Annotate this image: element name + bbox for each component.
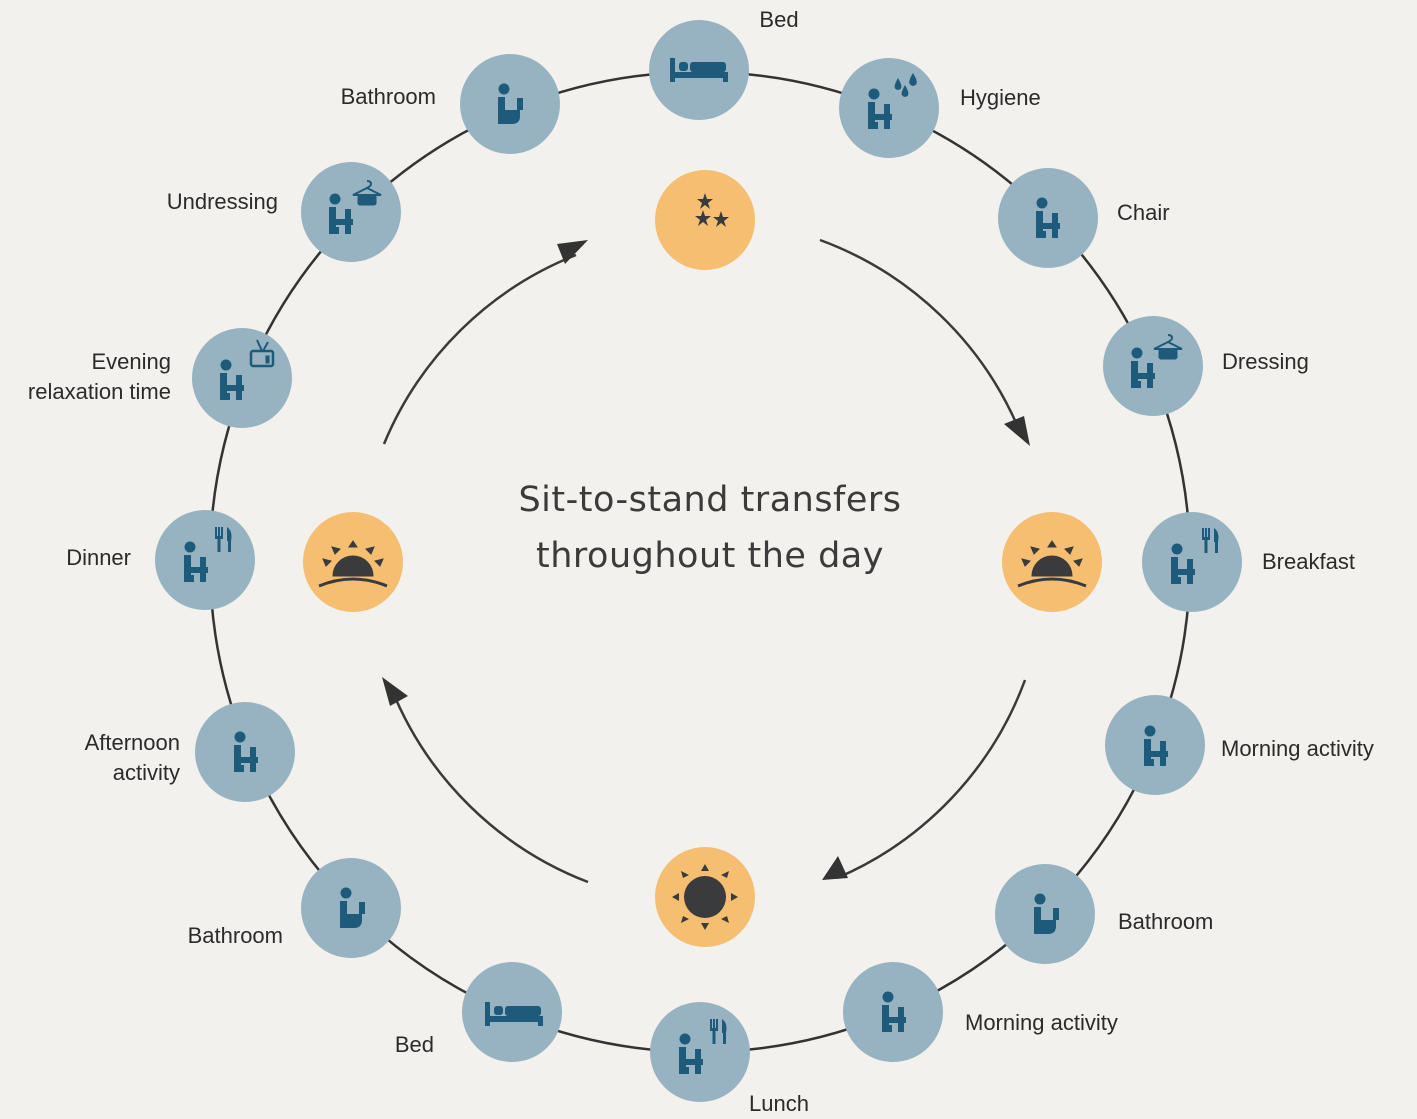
label-evening-relaxation: Evening relaxation time: [5, 347, 171, 407]
time-morning: [1002, 512, 1102, 612]
label-dinner: Dinner: [66, 545, 131, 570]
label-hygiene: Hygiene: [960, 85, 1041, 110]
activity-node-dressing: [1103, 316, 1203, 416]
activity-node-morning-activity-2: [843, 962, 943, 1062]
label-bed-top: Bed: [759, 7, 799, 32]
label-chair: Chair: [1117, 200, 1170, 225]
activity-node-morning-activity-1: [1105, 695, 1205, 795]
time-night: [655, 170, 755, 270]
activity-node-hygiene: [839, 58, 939, 158]
arrowheads: [382, 240, 1030, 880]
label-dressing: Dressing: [1222, 349, 1309, 374]
label-bathroom-left: Bathroom: [187, 923, 283, 948]
diagram-title: Sit-to-stand transfers throughout the da…: [430, 472, 990, 584]
activity-node-chair: [998, 168, 1098, 268]
label-afternoon-activity: Afternoon activity: [20, 728, 180, 788]
activity-node-evening-relaxation: [192, 328, 292, 428]
activity-node-bathroom-top: [460, 54, 560, 154]
sun-icon: [672, 864, 738, 930]
cycle-arrows: [382, 238, 1027, 884]
activity-node-lunch: [650, 1002, 750, 1102]
label-bed-bottom: Bed: [394, 1032, 434, 1057]
activity-node-undressing: [301, 162, 401, 262]
label-evening-line-1: Evening: [91, 349, 171, 374]
activity-node-dinner: [155, 510, 255, 610]
arrowhead-2: [822, 856, 848, 880]
activity-node-bathroom-left: [301, 858, 401, 958]
time-midday: [655, 847, 755, 947]
activity-node-bathroom-right: [995, 864, 1095, 964]
activity-node-afternoon-activity: [195, 702, 295, 802]
arrow-bottom-left: [390, 689, 589, 884]
label-breakfast: Breakfast: [1262, 549, 1355, 574]
time-evening: [303, 512, 403, 612]
title-line-1: Sit-to-stand transfers: [518, 480, 902, 520]
activity-node-bed-bottom: [462, 962, 562, 1062]
label-afternoon-line-1: Afternoon: [84, 730, 180, 755]
arrowhead-1: [1004, 416, 1030, 446]
label-morning-activity-2: Morning activity: [965, 1010, 1118, 1035]
arrowhead-4: [557, 240, 588, 264]
label-bathroom-right: Bathroom: [1118, 909, 1214, 934]
arrow-top-left: [382, 253, 577, 445]
activity-node-bed-top: [649, 20, 749, 120]
label-undressing: Undressing: [166, 189, 278, 214]
label-bathroom-top: Bathroom: [340, 84, 436, 109]
label-evening-line-2: relaxation time: [27, 379, 171, 404]
arrow-top-right: [819, 238, 1022, 433]
label-lunch: Lunch: [749, 1091, 809, 1116]
title-line-2: throughout the day: [536, 536, 884, 576]
label-morning-activity-1: Morning activity: [1221, 736, 1374, 761]
moon-stars-icon: [685, 191, 736, 242]
label-afternoon-line-2: activity: [112, 760, 180, 785]
activity-node-breakfast: [1142, 512, 1242, 612]
arrowhead-3: [382, 677, 408, 706]
arrow-bottom-right: [836, 679, 1027, 880]
